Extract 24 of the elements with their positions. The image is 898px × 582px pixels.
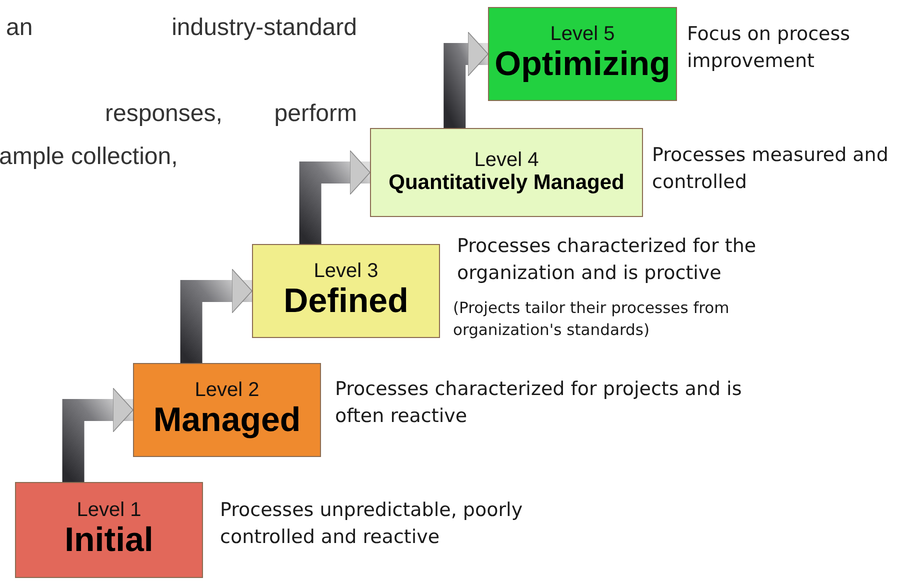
level-description: Processes unpredictable, poorly controlled and reactive [220, 498, 524, 550]
level-box [370, 128, 643, 217]
level-box [252, 244, 440, 338]
level-name: Optimizing [494, 45, 670, 85]
paragraph-text: an industry-standard [6, 14, 357, 43]
level-number: Level 2 [194, 379, 260, 402]
paragraph-text: responses, perform [105, 100, 357, 129]
level-number: Level 5 [550, 23, 615, 46]
level-box [15, 482, 203, 578]
level-description: Focus on process improvement [687, 22, 852, 74]
paragraph-text: ample collection, [0, 143, 179, 172]
level-name: Managed [153, 401, 301, 441]
level-name: Quantitatively Managed [388, 171, 624, 196]
level-description: Processes characterized for the organization and is proctive [457, 234, 758, 286]
level-description: Processes characterized for projects and is often reactive [335, 377, 743, 429]
level-name: Defined [284, 282, 408, 322]
level-number: Level 4 [474, 149, 539, 172]
level-description: (Projects tailor their processes from organization's standards) [453, 298, 730, 341]
level-number: Level 3 [314, 260, 378, 282]
level-description: Processes measured and controlled [652, 143, 890, 195]
level-number: Level 1 [76, 499, 142, 522]
level-name: Initial [64, 521, 154, 561]
level-box [488, 7, 677, 101]
level-box [133, 363, 321, 457]
